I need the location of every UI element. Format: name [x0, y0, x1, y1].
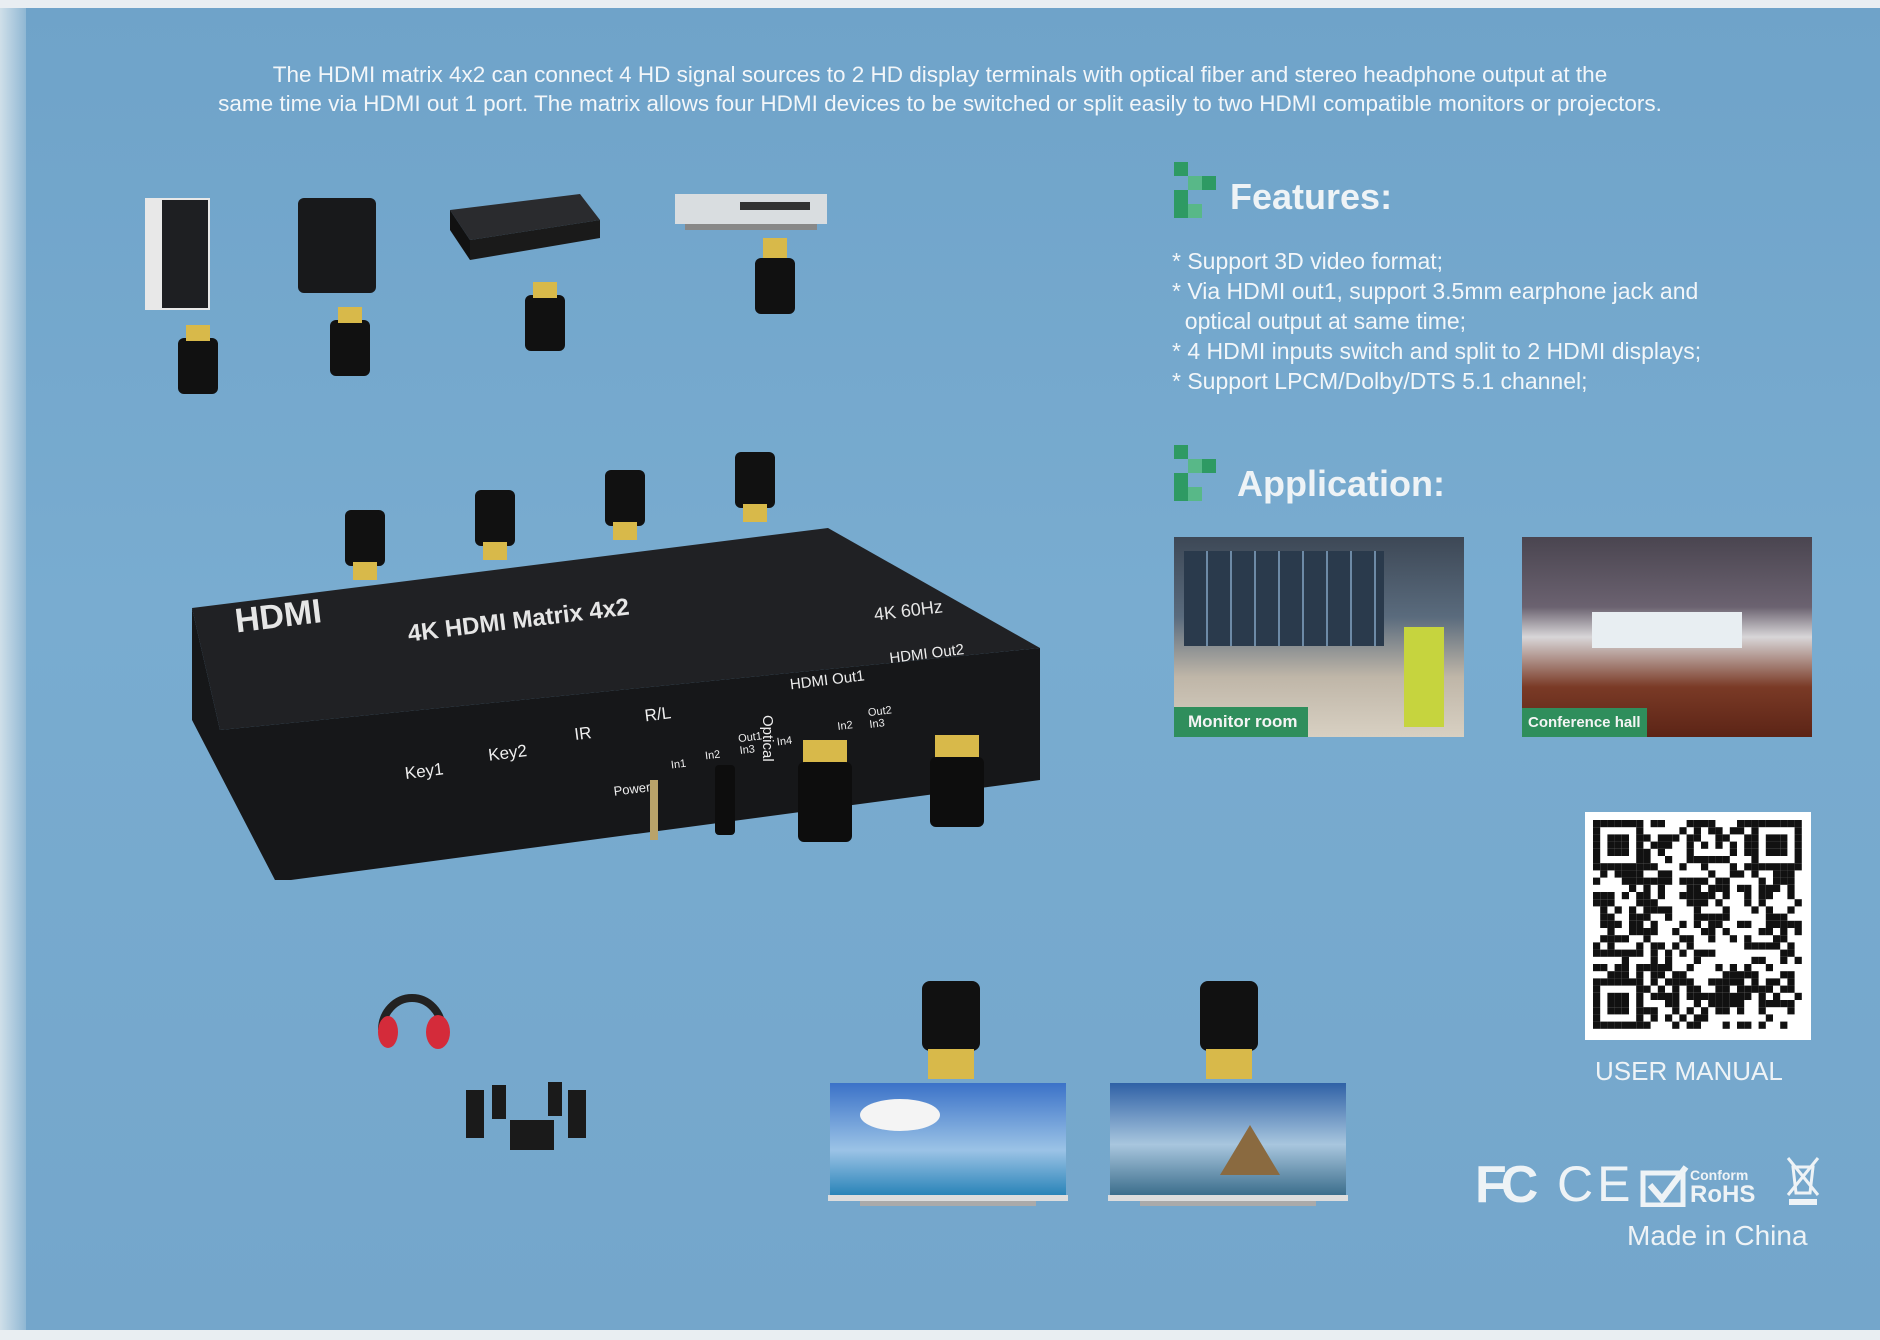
label-in1: In1: [670, 758, 687, 772]
input-hdmi-connectors: [345, 452, 775, 580]
photo-monitor-room: Monitor room: [1174, 537, 1464, 737]
qr-code[interactable]: [1585, 812, 1811, 1040]
blu-ray-player-icon: [675, 194, 827, 230]
label-in2: In2: [704, 749, 721, 763]
tv-2-icon: [1108, 981, 1348, 1206]
operator-figure: [1404, 627, 1444, 727]
label-optical: Optical: [759, 715, 776, 762]
label-in2-b: In2: [837, 719, 854, 733]
photo-caption: Monitor room: [1174, 707, 1308, 737]
media-box-icon: [298, 198, 376, 293]
label-key1: Key1: [404, 759, 445, 783]
qr-code-pattern: [1593, 820, 1802, 1029]
feature-item: * 4 HDMI inputs switch and split to 2 HD…: [1172, 338, 1702, 364]
label-ir: IR: [573, 723, 592, 744]
video-wall: [1184, 551, 1384, 646]
application-bullet-icon: [1174, 445, 1216, 503]
feature-item: * Support LPCM/Dolby/DTS 5.1 channel;: [1172, 368, 1588, 394]
photo-conference-hall: Conference hall: [1522, 537, 1812, 737]
feature-item: * Support 3D video format;: [1172, 248, 1444, 274]
tv-1-icon: [828, 981, 1068, 1206]
headphones-icon: [378, 994, 450, 1049]
feature-item: * Via HDMI out1, support 3.5mm earphone …: [1172, 278, 1699, 304]
features-heading: Features:: [1230, 176, 1393, 217]
hdmi-matrix-device: HDMI 4K HDMI Matrix 4x2 4K 60Hz Key1 Key…: [192, 452, 1040, 880]
source-devices: [145, 194, 827, 394]
feature-item: optical output at same time;: [1172, 308, 1467, 334]
label-rl: R/L: [644, 703, 673, 725]
label-power: Power: [613, 779, 652, 798]
features-bullet-icon: [1174, 162, 1216, 220]
label-key2: Key2: [487, 741, 528, 765]
intro-text: The HDMI matrix 4x2 can connect 4 HD sig…: [120, 60, 1760, 118]
fcc-logo: FC: [1475, 1156, 1538, 1214]
display-tvs: [828, 981, 1348, 1206]
intro-line-1: The HDMI matrix 4x2 can connect 4 HD sig…: [272, 62, 1608, 87]
user-manual-label: USER MANUAL: [1595, 1056, 1783, 1086]
audio-devices: [378, 994, 586, 1150]
label-out2-small: Out2: [867, 704, 892, 719]
label-in3: In3: [739, 743, 756, 757]
ce-logo: CE: [1557, 1156, 1635, 1212]
intro-line-2: same time via HDMI out 1 port. The matri…: [218, 91, 1662, 116]
label-in4: In4: [776, 735, 793, 749]
output-connectors: [650, 735, 984, 842]
weee-bin-icon: [1786, 1157, 1820, 1205]
features-list: * Support 3D video format; * Via HDMI ou…: [1172, 246, 1701, 396]
rohs-text: RoHS: [1690, 1181, 1756, 1208]
pc-tower-icon: [145, 198, 210, 310]
rohs-check-icon: [1640, 1165, 1689, 1207]
set-top-box-icon: [450, 194, 600, 260]
hdmi-connectors: [178, 238, 795, 394]
label-in3-b: In3: [869, 717, 886, 731]
box-side-edge: [0, 8, 26, 1330]
made-in-label: Made in China: [1627, 1220, 1808, 1251]
photo-caption: Conference hall: [1522, 708, 1647, 737]
speaker-system-icon: [466, 1082, 586, 1150]
conference-screen: [1592, 612, 1742, 648]
rohs-conform-text: Conform: [1690, 1167, 1749, 1183]
label-out1-small: Out1: [738, 730, 763, 745]
application-heading: Application:: [1237, 463, 1445, 504]
